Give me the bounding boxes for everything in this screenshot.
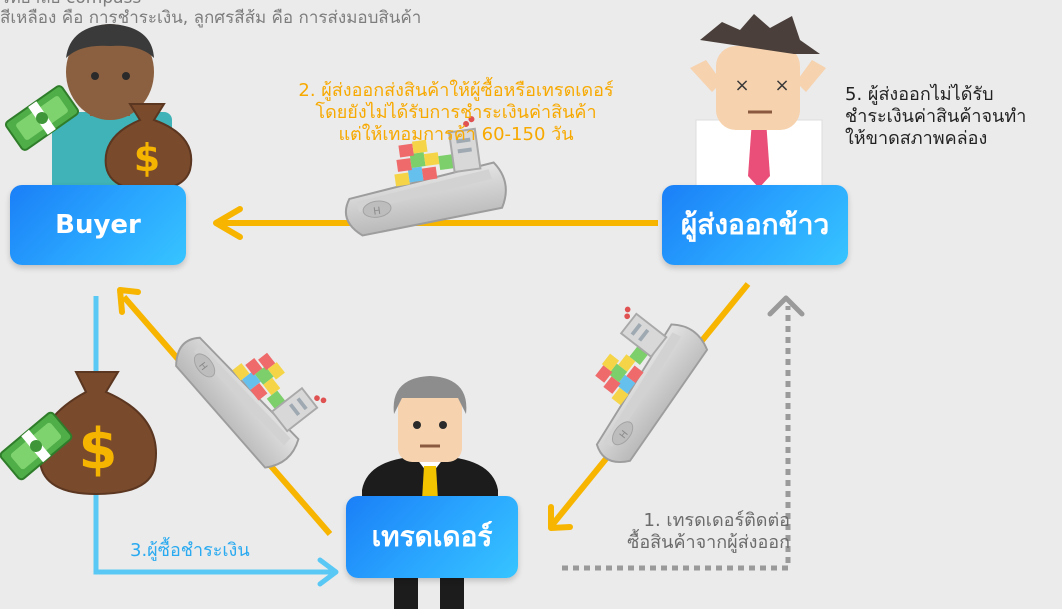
step-2-note: 2. ผู้ส่งออกส่งสินค้าให้ผู้ซื้อหรือเทรดเ… <box>228 80 684 146</box>
step-5-line-2: ชำระเงินค่าสินค้าจนทำ <box>845 106 1027 127</box>
legend: วิทยาลัย compass สีเหลือง คือ การชำระเงิ… <box>0 0 421 28</box>
step-2-line-1: 2. ผู้ส่งออกส่งสินค้าให้ผู้ซื้อหรือเทรดเ… <box>298 80 614 101</box>
trader-node: เทรดเดอร์ <box>346 496 518 578</box>
step-5-line-3: ให้ขาดสภาพคล่อง <box>845 128 988 149</box>
exporter-person-icon: × × <box>690 14 826 193</box>
exporter-node: ผู้ส่งออกข้าว <box>662 185 848 265</box>
step-3-note: 3.ผู้ซื้อชำระเงิน <box>130 540 310 562</box>
step-1-line-2: ซื้อสินค้าจากผู้ส่งออก <box>627 532 790 553</box>
step-5-note: 5. ผู้ส่งออกไม่ได้รับ ชำระเงินค่าสินค้าจ… <box>845 84 1057 150</box>
money-bag-icon: $ <box>104 103 193 192</box>
money-bag-icon: $ <box>38 371 157 496</box>
dollar-sign: $ <box>79 417 118 482</box>
goods-arrow-exporter-to-buyer <box>213 206 658 240</box>
trader-node-label: เทรดเดอร์ <box>371 520 493 553</box>
cargo-ship-icon <box>167 294 342 479</box>
buyer-node-label: Buyer <box>55 210 141 240</box>
legend-line-2: สีเหลือง คือ การชำระเงิน, ลูกศรสีส้ม คือ… <box>0 8 422 28</box>
step-3-label: 3.ผู้ซื้อชำระเงิน <box>130 540 250 561</box>
cargo-ship-icon <box>544 288 718 472</box>
contact-arrow-trader-to-exporter <box>562 295 805 571</box>
buyer-node: Buyer <box>10 185 186 265</box>
exporter-node-label: ผู้ส่งออกข้าว <box>680 208 830 241</box>
step-1-line-1: 1. เทรดเดอร์ติดต่อ <box>643 510 790 531</box>
step-2-line-2: โดยยังไม่ได้รับการชำระเงินค่าสินค้า <box>315 102 597 123</box>
svg-text:×: × <box>734 75 749 96</box>
step-1-note: 1. เทรดเดอร์ติดต่อ ซื้อสินค้าจากผู้ส่งออ… <box>570 510 790 554</box>
step-5-line-1: 5. ผู้ส่งออกไม่ได้รับ <box>845 84 994 105</box>
svg-text:×: × <box>774 75 789 96</box>
dollar-sign: $ <box>134 136 160 180</box>
legend-line-1: วิทยาลัย compass <box>0 0 421 8</box>
step-2-line-3: แต่ให้เทอมการค้า 60-150 วัน <box>338 124 574 145</box>
